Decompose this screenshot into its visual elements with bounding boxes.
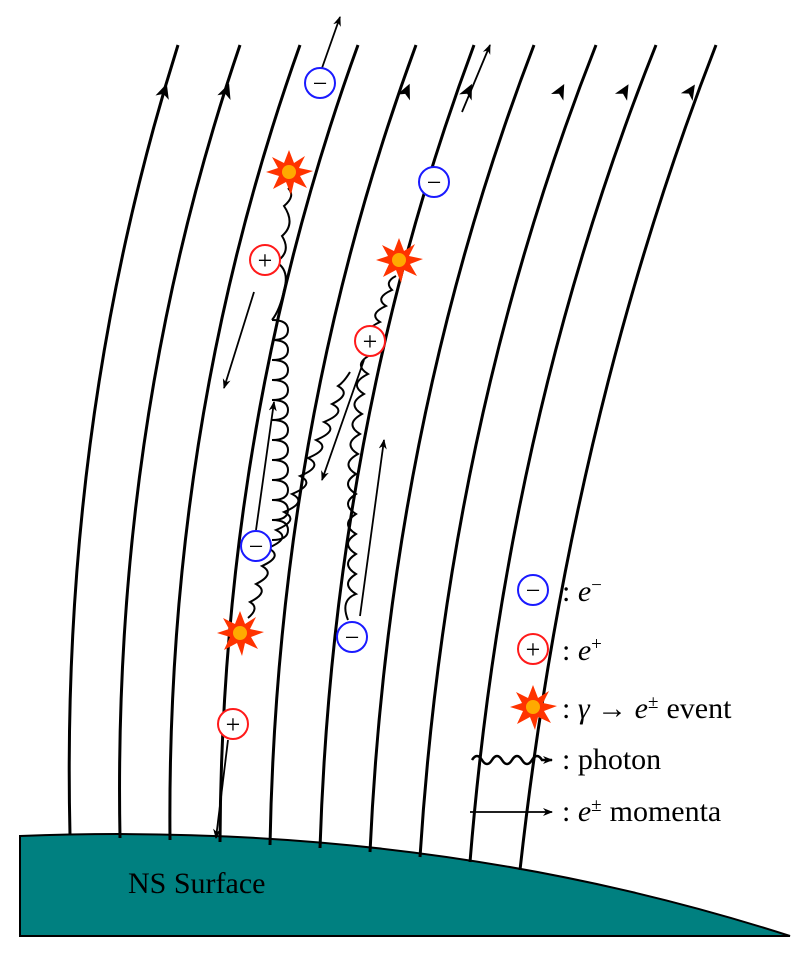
positron-marker: +	[249, 244, 281, 276]
momentum-arrow	[213, 739, 229, 839]
photons	[247, 187, 397, 621]
event-icon	[266, 150, 313, 195]
field-arrow-icon	[397, 83, 410, 101]
field-direction-arrows	[155, 83, 695, 101]
momentum-arrows	[213, 16, 491, 839]
legend-item-photon: : photon	[470, 743, 661, 776]
momentum-arrow	[222, 291, 255, 389]
positron-circle	[217, 708, 249, 740]
legend-electron-text: : e−	[562, 575, 602, 609]
positron-sign: +	[226, 710, 241, 739]
photon-path	[271, 187, 293, 321]
legend-positron-text: : e+	[562, 634, 602, 668]
legend-item-event: : γ → e± event	[510, 685, 732, 730]
event-icon	[376, 238, 423, 283]
electron-sign: −	[345, 623, 360, 652]
positron-circle	[249, 244, 281, 276]
legend-symbol: e	[635, 692, 648, 725]
legend-colon: :	[562, 575, 570, 608]
legend-colon: :	[562, 692, 570, 725]
ns-surface-label: NS Surface	[128, 867, 265, 900]
legend-item-momentum: : e± momenta	[470, 795, 721, 829]
electron-sign: −	[427, 168, 442, 197]
legend-suffix: momenta	[610, 795, 722, 828]
field-line	[468, 44, 658, 863]
field-line	[368, 44, 536, 853]
photon-path	[271, 319, 290, 541]
legend-superscript: −	[591, 575, 602, 596]
photon-path	[247, 371, 351, 619]
event-core	[392, 253, 406, 267]
event-core	[233, 626, 247, 640]
event-legend-icon	[510, 685, 557, 730]
field-line	[318, 44, 476, 849]
electrons: − − − −	[240, 67, 450, 653]
event-legend-core	[526, 700, 540, 714]
legend-item-positron: + : e+	[517, 633, 602, 668]
electron-icon	[517, 574, 549, 606]
momentum-arrow	[255, 401, 277, 531]
field-arrow-icon	[217, 83, 231, 101]
legend-label: photon	[578, 743, 661, 776]
electron-circle	[336, 621, 368, 653]
legend-suffix: event	[666, 692, 732, 725]
positrons: + + +	[217, 244, 386, 740]
electron-sign: −	[313, 69, 328, 98]
legend-symbol: e	[578, 795, 591, 828]
positron-sign: +	[363, 327, 378, 356]
electron-marker: −	[240, 530, 272, 562]
legend-colon: :	[562, 634, 570, 667]
photon-legend-icon	[470, 754, 553, 766]
field-line	[67, 44, 180, 836]
field-arrow-icon	[680, 84, 695, 101]
legend-colon: :	[562, 795, 570, 828]
electron-circle	[418, 166, 450, 198]
field-line	[118, 44, 242, 839]
legend: − : e− + : e+ : γ → e±event : photon : e…	[470, 574, 732, 829]
field-arrow-icon	[551, 84, 565, 101]
legend-arrow: →	[597, 692, 627, 725]
legend-symbol: e	[578, 634, 591, 667]
electron-marker: −	[304, 67, 336, 99]
legend-superscript: ±	[591, 795, 601, 816]
legend-symbol: e	[578, 575, 591, 608]
field-arrow-icon	[459, 83, 472, 101]
electron-circle	[240, 530, 272, 562]
electron-circle	[304, 67, 336, 99]
ns-surface	[19, 833, 791, 937]
field-line	[168, 44, 302, 841]
field-line	[418, 44, 598, 858]
legend-superscript: ±	[648, 692, 658, 713]
legend-colon: :	[562, 743, 570, 776]
electron-marker: −	[418, 166, 450, 198]
positron-marker: +	[354, 325, 386, 357]
positron-icon-sign: +	[526, 635, 541, 664]
legend-gamma: γ	[578, 692, 591, 725]
momentum-arrow	[321, 16, 341, 69]
field-line	[518, 44, 718, 871]
legend-photon-text: : photon	[562, 743, 661, 776]
positron-sign: +	[258, 246, 273, 275]
field-arrow-icon	[155, 83, 169, 100]
momentum-arrow	[461, 44, 491, 113]
positron-marker: +	[217, 708, 249, 740]
pair-events	[217, 150, 423, 656]
event-icon	[217, 611, 264, 656]
positron-icon	[517, 633, 549, 665]
event-core	[282, 165, 296, 179]
electron-icon-sign: −	[526, 576, 541, 605]
legend-superscript: +	[591, 634, 602, 655]
momentum-arrow	[359, 439, 387, 617]
electron-sign: −	[249, 532, 264, 561]
electron-marker: −	[336, 621, 368, 653]
legend-event-text: : γ → e± event	[562, 692, 732, 726]
momentum-arrow	[321, 359, 365, 481]
field-arrow-icon	[614, 84, 629, 101]
legend-momentum-text: : e± momenta	[562, 795, 721, 829]
field-line	[268, 44, 418, 846]
photon-path	[344, 275, 397, 621]
legend-item-electron: − : e−	[517, 574, 602, 609]
positron-circle	[354, 325, 386, 357]
